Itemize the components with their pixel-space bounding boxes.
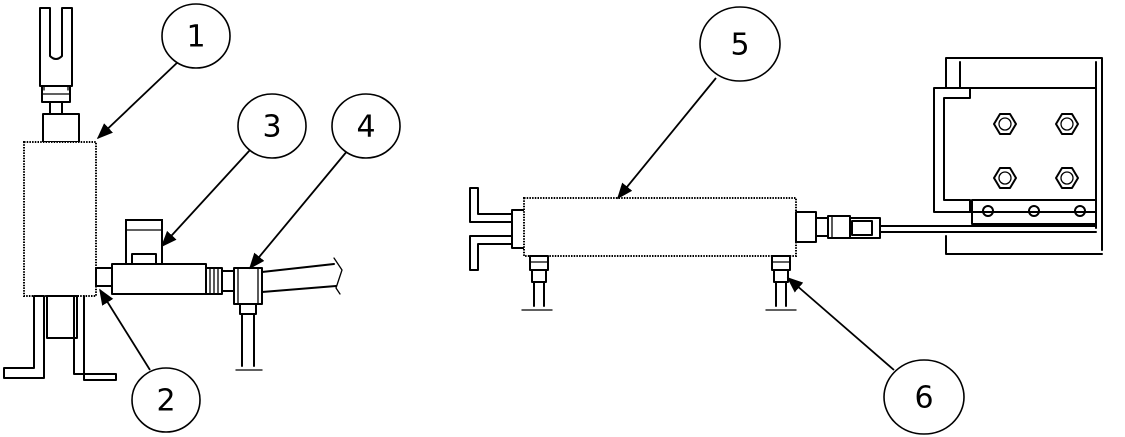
callout-5: 5 [699,6,781,82]
right-assembly [469,57,1103,311]
callout-4: 4 [331,93,401,159]
valve-cap [125,219,163,265]
callout-6-label: 6 [914,381,933,416]
callout-2-label: 2 [156,384,175,419]
rod-end [795,211,1097,243]
leader-1 [96,59,181,140]
leader-3 [160,149,251,248]
hole-3 [1074,205,1086,217]
vertical-pipe [235,313,263,371]
left-assembly [3,7,343,381]
side-port [95,267,113,287]
rod-collar [42,113,80,143]
tee-fitting [233,267,263,315]
hex-nut [41,85,71,115]
callout-4-label: 4 [356,110,375,145]
callout-1-label: 1 [186,20,205,55]
callout-3-label: 3 [262,110,281,145]
callout-2: 2 [131,367,201,433]
callout-1: 1 [161,3,231,69]
vertical-cylinder-body [23,141,97,297]
leader-6 [786,276,895,371]
bottom-port-left [521,255,553,311]
mounting-frame [933,57,1103,255]
bolt-bottom-right [1055,167,1079,189]
leader-5 [616,77,717,200]
leader-2 [99,288,151,371]
connector-fitting [205,267,235,295]
callout-3: 3 [237,93,307,159]
hole-2 [1028,205,1040,217]
leader-4 [248,149,349,270]
leader-lines [96,59,895,371]
bottom-port-right [765,255,797,311]
bolt-bottom-left [993,167,1017,189]
callout-6: 6 [883,359,965,435]
horizontal-pipe [261,257,343,295]
bolt-pattern [982,113,1086,217]
manifold-block [111,263,207,295]
end-bracket [469,187,527,271]
hole-1 [982,205,994,217]
horizontal-cylinder-body [523,197,797,257]
bolt-top-right [1055,113,1079,135]
callout-5-label: 5 [730,28,749,63]
bolt-top-left [993,113,1017,135]
base-bracket [3,295,117,381]
clevis-fork [39,7,73,91]
